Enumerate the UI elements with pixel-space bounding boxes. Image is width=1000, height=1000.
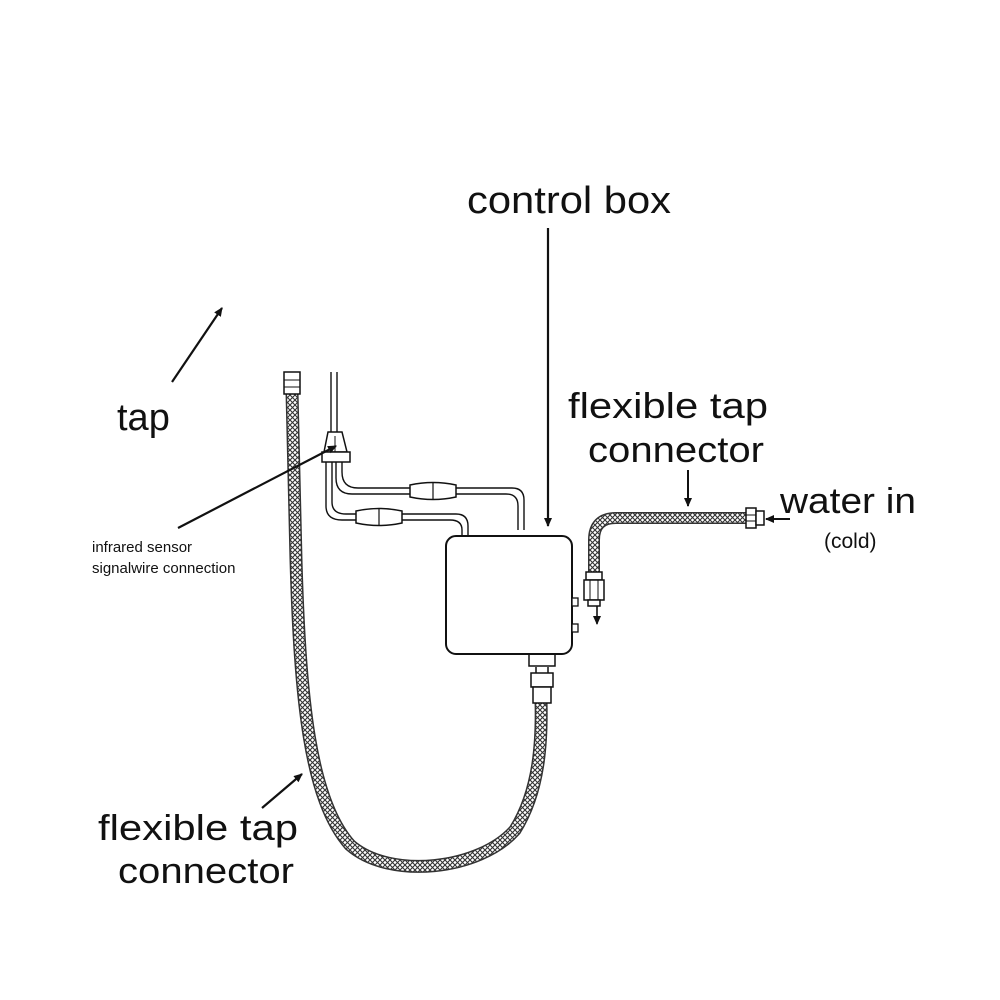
left-flexible-hose bbox=[283, 371, 548, 873]
cold-label: (cold) bbox=[824, 530, 877, 553]
sensor-label-line2: signalwire connection bbox=[92, 560, 235, 577]
sensor-label-line1: infrared sensor bbox=[92, 539, 192, 556]
sensor-wires bbox=[325, 372, 525, 536]
bottom-outlet-fitting bbox=[528, 651, 556, 704]
right-connector-label-line1: flexible tap bbox=[568, 385, 768, 426]
left-connector-label-line1: flexible tap bbox=[98, 807, 298, 848]
control-box bbox=[445, 535, 579, 655]
signal-wire-junction bbox=[321, 431, 351, 463]
tap-label: tap bbox=[117, 397, 170, 439]
water-in-label: water in bbox=[779, 480, 916, 521]
right-flexible-hose bbox=[583, 507, 765, 607]
left-connector-label-line2: connector bbox=[118, 850, 294, 891]
sensor-arrow bbox=[177, 445, 337, 529]
tap-arrow bbox=[171, 307, 223, 383]
control-box-label: control box bbox=[467, 180, 671, 222]
left-connector-arrow bbox=[261, 773, 303, 809]
right-connector-label-line2: connector bbox=[588, 429, 764, 470]
